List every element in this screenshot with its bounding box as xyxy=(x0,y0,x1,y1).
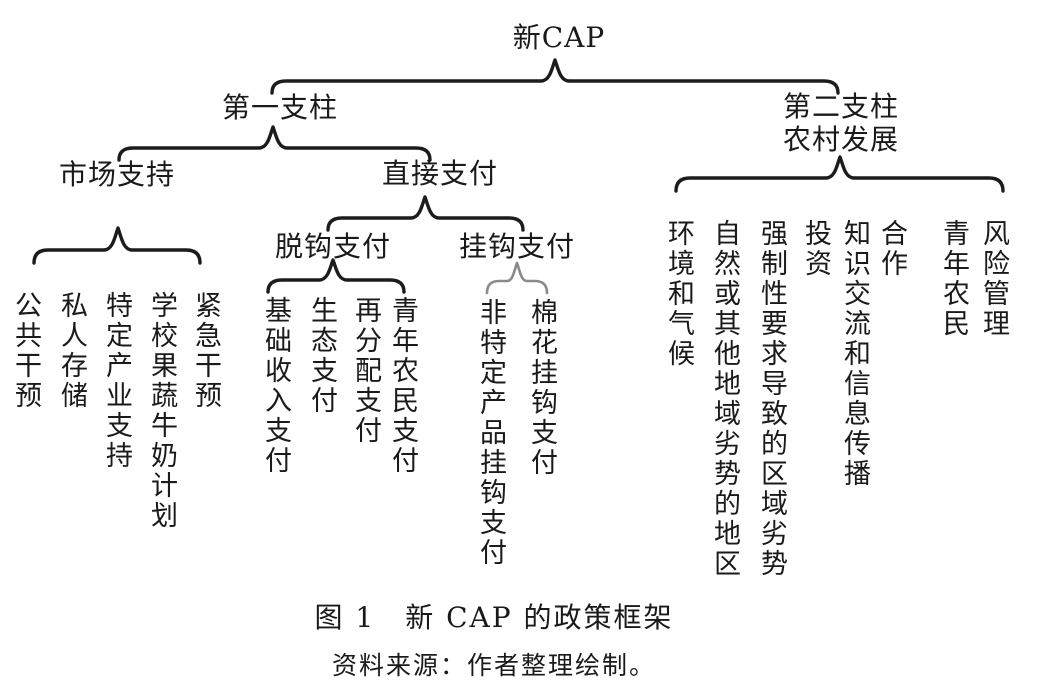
leaf-mandatory-requirement-areas: 强制性要求导致的区域劣势 xyxy=(756,219,787,579)
leaf-knowledge-exchange: 知识交流和信息传播 xyxy=(839,219,870,489)
node-pillar1: 第一支柱 xyxy=(221,91,339,124)
brace-under-root xyxy=(270,58,840,95)
leaf-school-scheme: 学校果蔬牛奶计划 xyxy=(146,291,177,531)
brace-under-market-support xyxy=(32,226,202,265)
leaf-sector-support: 特定产业支持 xyxy=(101,291,132,471)
node-pillar2: 第二支柱 农村发展 xyxy=(783,90,899,156)
leaf-risk-management: 风险管理 xyxy=(978,219,1009,339)
brace-under-pillar1 xyxy=(117,125,432,162)
brace-under-pillar2 xyxy=(674,155,1005,193)
figure-caption: 图 1 新 CAP 的政策框架 xyxy=(314,601,674,634)
leaf-eco-payment: 生态支付 xyxy=(306,296,337,416)
node-direct-payments: 直接支付 xyxy=(381,157,499,190)
leaf-basic-income-payment: 基础收入支付 xyxy=(260,296,291,476)
leaf-young-farmers: 青年农民 xyxy=(938,219,969,339)
node-root: 新CAP xyxy=(512,21,606,54)
leaf-investment: 投资 xyxy=(800,219,831,279)
leaf-redistributive-payment: 再分配支付 xyxy=(350,296,381,446)
brace-under-decoupled xyxy=(266,258,406,294)
leaf-natural-constraint-areas: 自然或其他地域劣势的地区 xyxy=(709,219,740,579)
node-coupled-payments: 挂钩支付 xyxy=(458,230,576,263)
brace-under-coupled xyxy=(485,261,549,295)
leaf-cooperation: 合作 xyxy=(876,219,907,279)
figure-source-note: 资料来源：作者整理绘制。 xyxy=(331,651,657,680)
leaf-cotton-coupled-payment: 棉花挂钩支付 xyxy=(526,298,557,478)
node-market-support: 市场支持 xyxy=(58,158,176,191)
leaf-emergency-intervention: 紧急干预 xyxy=(190,291,221,411)
leaf-environment-climate: 环境和气候 xyxy=(663,219,694,369)
node-pillar2-line1: 第二支柱 xyxy=(782,90,900,123)
leaf-private-storage: 私人存储 xyxy=(56,291,87,411)
brace-under-direct-payments xyxy=(326,195,525,232)
node-pillar2-line2: 农村发展 xyxy=(782,123,900,156)
node-decoupled-payments: 脱钩支付 xyxy=(274,230,392,263)
leaf-public-intervention: 公共干预 xyxy=(10,291,41,411)
leaf-young-farmer-payment: 青年农民支付 xyxy=(387,296,418,476)
leaf-non-specific-coupled-payment: 非特定产品挂钩支付 xyxy=(475,298,506,568)
